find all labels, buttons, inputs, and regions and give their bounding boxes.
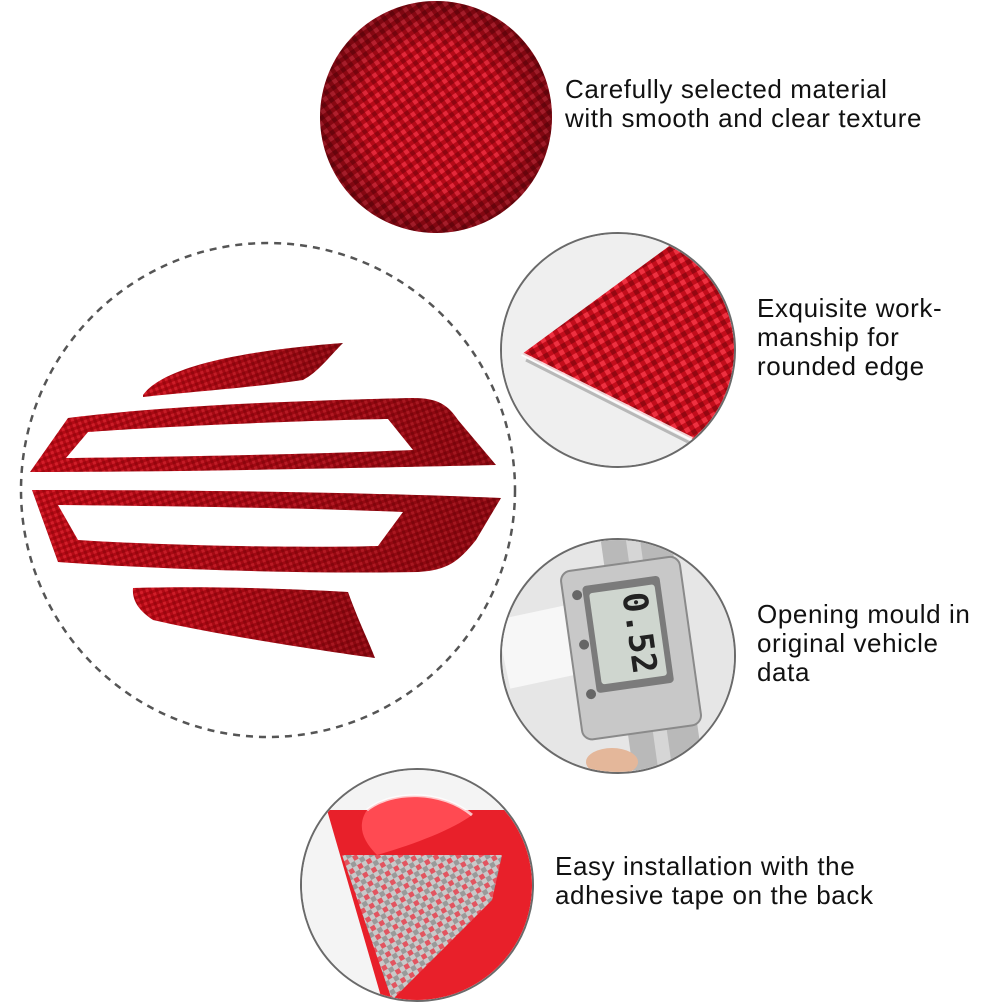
product-overview-circle <box>18 240 518 740</box>
caption-line: adhesive tape on the back <box>555 880 874 910</box>
dashed-ring <box>19 241 517 739</box>
rounded-edge-closeup-icon <box>500 232 736 468</box>
trim-piece-upper-frame <box>30 398 496 472</box>
trim-piece-lower-frame <box>32 490 501 573</box>
caption-line: with smooth and clear texture <box>565 103 923 133</box>
caption-line: Easy installation with the <box>555 851 856 881</box>
feature-caption-edge: Exquisite work- manship for rounded edge <box>757 294 942 381</box>
caption-line: rounded edge <box>757 351 925 381</box>
feature-caption-installation: Easy installation with the adhesive tape… <box>555 852 874 910</box>
adhesive-tape-peel-icon <box>300 768 534 1002</box>
caption-line: manship for <box>757 322 900 352</box>
caption-line: original vehicle <box>757 628 939 658</box>
trim-piece-bottom-small <box>132 587 375 658</box>
caption-line: data <box>757 657 811 687</box>
feature-caption-mould: Opening mould in original vehicle data <box>757 600 970 687</box>
caption-line: Carefully selected material <box>565 74 888 104</box>
caliper-measurement-icon: 0.52 <box>500 538 736 774</box>
carbon-fiber-texture-icon <box>320 1 552 233</box>
trim-piece-top-small <box>143 343 343 397</box>
feature-caption-material: Carefully selected material with smooth … <box>565 75 922 133</box>
caption-line: Opening mould in <box>757 599 971 629</box>
caption-line: Exquisite work- <box>757 293 943 323</box>
